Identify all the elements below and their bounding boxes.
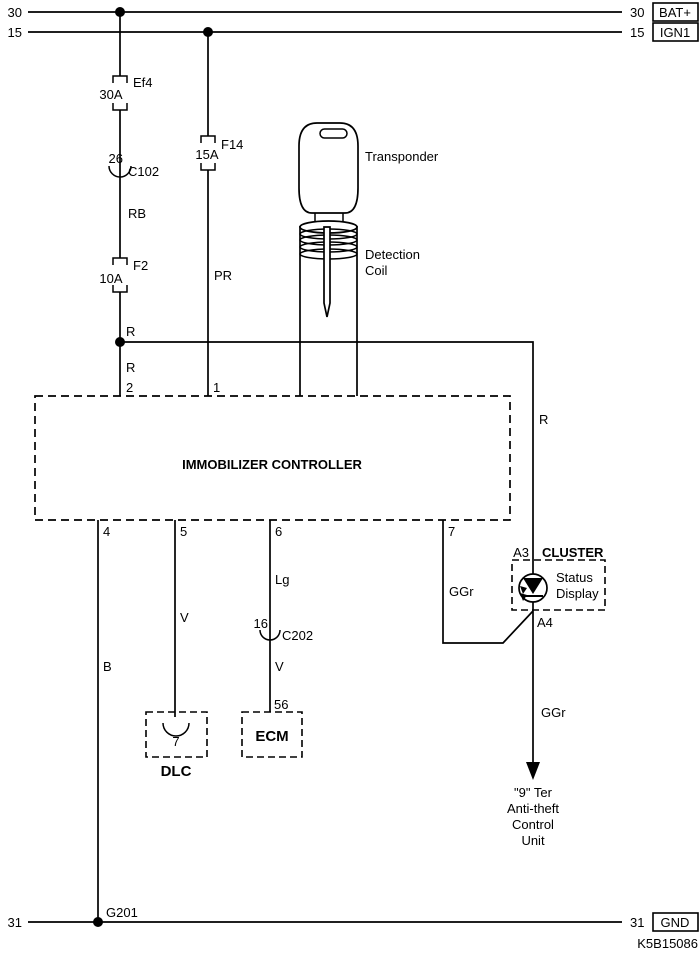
immobilizer-pin-1: 1	[213, 380, 220, 395]
wire-label-ggr-out: GGr	[541, 705, 566, 720]
junction-dot-ground	[93, 917, 103, 927]
connector-c202-name: C202	[282, 628, 313, 643]
detection-coil-label-2: Coil	[365, 263, 388, 278]
ecm-title: ECM	[255, 728, 288, 745]
rail-30-right-label: 30	[630, 5, 644, 20]
fuse-f2-name: F2	[133, 258, 148, 273]
fuse-ef4-name: Ef4	[133, 75, 153, 90]
ground-point-label: G201	[106, 905, 138, 920]
immobilizer-pin-4: 4	[103, 524, 110, 539]
cluster-box	[511, 559, 606, 611]
gnd-tag-label: GND	[661, 915, 690, 930]
ecm-branch: Lg 16 C202 V 56 ECM	[241, 520, 313, 758]
cluster-pin-a3: A3	[513, 545, 529, 560]
rail-15-right-label: 15	[630, 25, 644, 40]
fuse-ef4-symbol	[112, 75, 128, 111]
connector-c202-symbol	[259, 629, 281, 641]
ign-tag-label: IGN1	[660, 25, 690, 40]
wire-label-ggr-pin7: GGr	[449, 584, 474, 599]
immobilizer-pin-5: 5	[180, 524, 187, 539]
transponder-label: Transponder	[365, 149, 439, 164]
anti-theft-line-3: Control	[512, 817, 554, 832]
r-wire-to-cluster: R	[120, 341, 548, 763]
battery-branch-wire: Ef4 30A 26 C102 RB F2 10A R R	[99, 12, 159, 396]
rail-15-ign: 15 15 IGN1	[8, 22, 699, 42]
connector-c202-pin: 16	[254, 616, 268, 631]
cluster-pin-a4: A4	[537, 615, 553, 630]
immobilizer-pin-7: 7	[448, 524, 455, 539]
fuse-f2-rating: 10A	[99, 271, 122, 286]
ggr-branch: GGr	[442, 520, 534, 644]
diagram-code: K5B15086	[637, 936, 698, 951]
ignition-branch-wire: F14 15A PR	[195, 32, 243, 396]
wire-label-rb: RB	[128, 206, 146, 221]
anti-theft-line-4: Unit	[521, 833, 545, 848]
rail-30-left-label: 30	[8, 5, 22, 20]
transponder-assembly: Transponder Detection Coil	[298, 122, 439, 396]
key-blade-icon	[323, 226, 331, 318]
dlc-pin: 7	[172, 734, 179, 749]
connector-c102-symbol	[108, 165, 132, 178]
wire-label-pr: PR	[214, 268, 232, 283]
wire-label-r-cluster: R	[539, 412, 548, 427]
cluster-assembly: A3 CLUSTER Status Display A4	[511, 545, 606, 630]
fuse-f14-name: F14	[221, 137, 243, 152]
status-display-label-2: Display	[556, 586, 599, 601]
cluster-title: CLUSTER	[542, 545, 604, 560]
wire-label-r-below: R	[126, 360, 135, 375]
rail-30-bat: 30 30 BAT+	[8, 2, 699, 22]
ground-wire-branch: B	[97, 520, 112, 922]
rail-31-right-label: 31	[630, 915, 644, 930]
ggr-wire	[442, 520, 534, 644]
ecm-box	[241, 711, 303, 758]
dlc-connector-symbol	[162, 722, 190, 737]
detection-coil-label-1: Detection	[365, 247, 420, 262]
key-head-icon	[298, 122, 359, 214]
rail-15-left-label: 15	[8, 25, 22, 40]
immobilizer-title: IMMOBILIZER CONTROLLER	[182, 457, 362, 472]
wire-label-lg: Lg	[275, 572, 289, 587]
key-head-slot-icon	[319, 128, 348, 139]
immobilizer-controller: IMMOBILIZER CONTROLLER 2 1 4 5 6 7	[34, 380, 511, 539]
connector-c102-name: C102	[128, 164, 159, 179]
immobilizer-pin-2: 2	[126, 380, 133, 395]
arrow-down-icon	[526, 762, 540, 780]
bat-tag-label: BAT+	[659, 5, 691, 20]
ign-tag-box	[652, 22, 699, 42]
wire-label-v-dlc: V	[180, 610, 189, 625]
key-neck-icon	[314, 213, 344, 222]
r-wire-path	[120, 341, 534, 763]
immobilizer-box	[34, 395, 511, 521]
bat-tag-box	[652, 2, 699, 22]
rail-31-left-label: 31	[8, 915, 22, 930]
fuse-ef4-rating: 30A	[99, 87, 122, 102]
fuse-f14-rating: 15A	[195, 147, 218, 162]
dlc-title: DLC	[161, 763, 192, 780]
wire-label-v-ecm: V	[275, 659, 284, 674]
fuse-f14-symbol	[200, 135, 216, 171]
ecm-pin: 56	[274, 697, 288, 712]
dlc-box	[145, 711, 208, 758]
connector-c102-pin: 26	[109, 151, 123, 166]
wire-label-b: B	[103, 659, 112, 674]
status-display-emission-arrow-icon	[520, 586, 527, 594]
anti-theft-output: GGr "9" Ter Anti-theft Control Unit	[507, 705, 566, 848]
rail-31-gnd: G201 31 31 GND	[8, 905, 699, 932]
fuse-f2-symbol	[112, 257, 128, 293]
gnd-tag-box	[652, 912, 699, 932]
immobilizer-pin-6: 6	[275, 524, 282, 539]
wire-label-r-above: R	[126, 324, 135, 339]
anti-theft-line-1: "9" Ter	[514, 785, 553, 800]
anti-theft-line-2: Anti-theft	[507, 801, 559, 816]
status-display-label-1: Status	[556, 570, 593, 585]
status-display-led-triangle-icon	[523, 578, 543, 594]
status-display-emission-arrow-icon	[520, 593, 527, 601]
dlc-branch: V 7 DLC	[145, 520, 208, 780]
